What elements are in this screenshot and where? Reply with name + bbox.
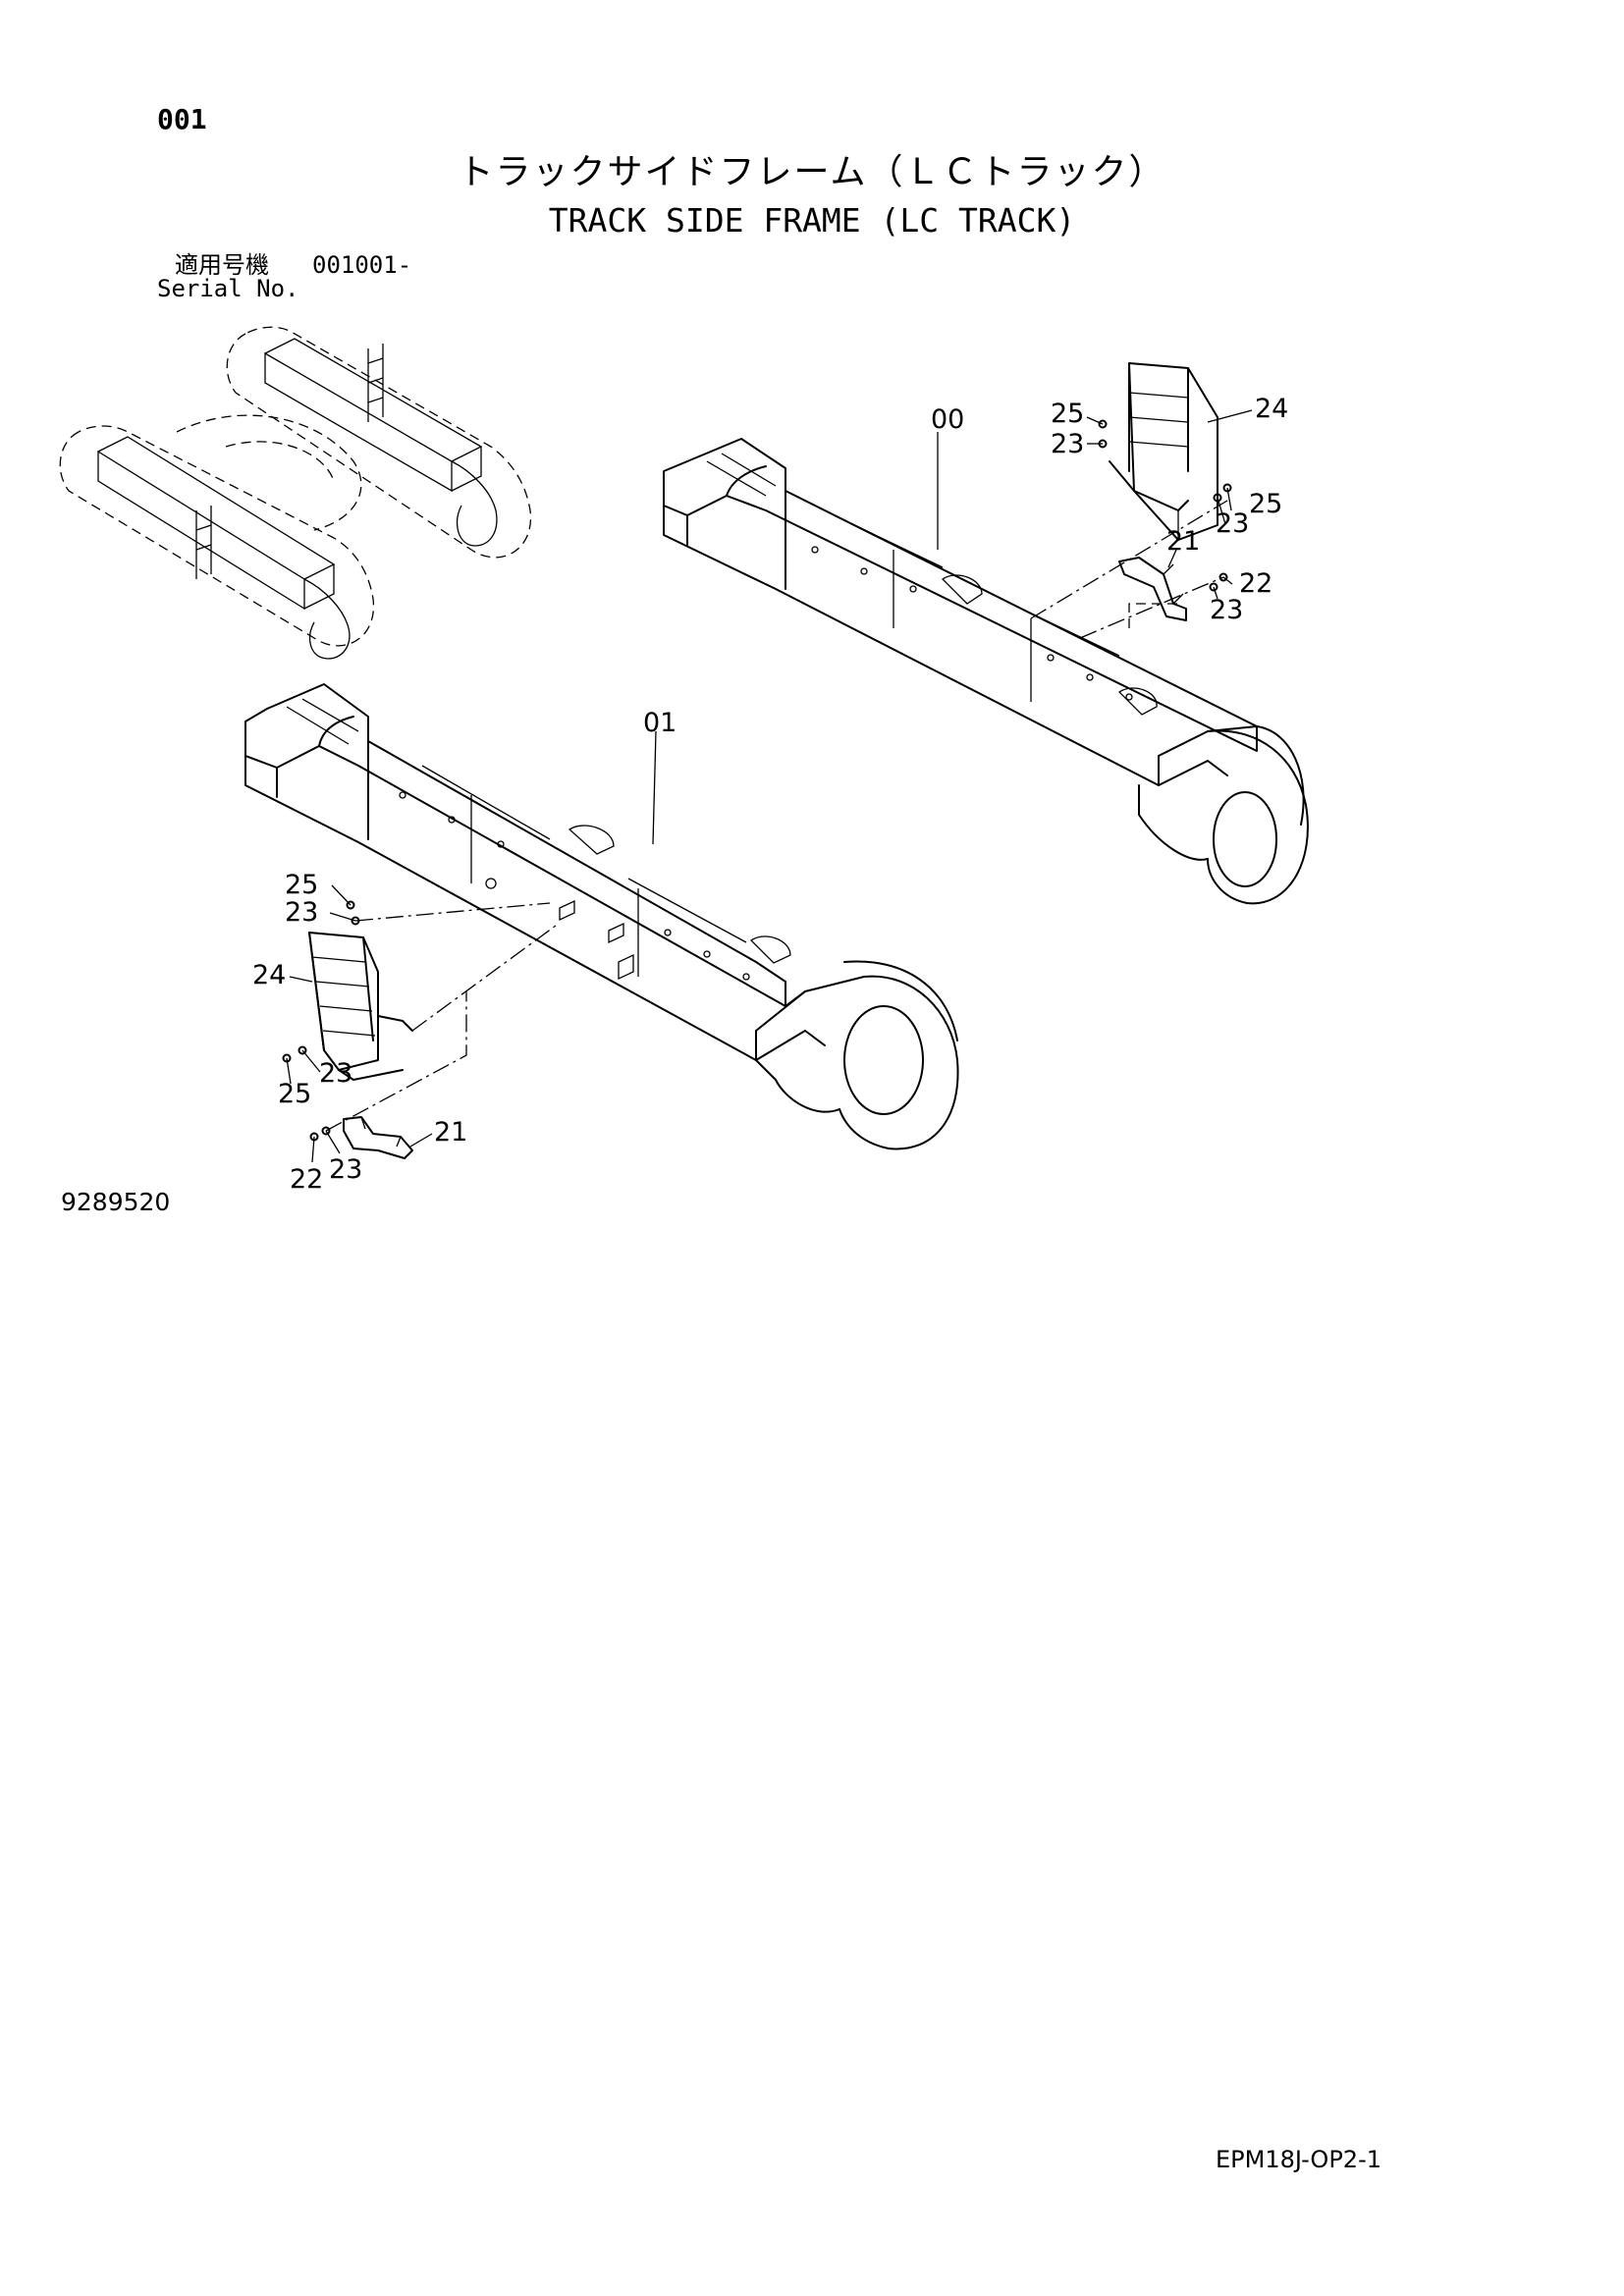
callout-upper-frame: 00 [931,404,964,435]
callout-lower-frame: 01 [643,708,677,738]
lower-bracket [343,1116,413,1159]
upper-assembly-lines [1030,500,1228,639]
upper-track-frame [663,438,1309,905]
lower-assembly-lines [325,902,561,1132]
serial-label-japanese: 適用号機 [175,251,269,279]
callout-lower-step-washer-b: 23 [319,1058,352,1089]
title-english: TRACK SIDE FRAME (LC TRACK) [548,201,1076,240]
callout-upper-bracket: 21 [1166,526,1200,557]
figure-number: 9289520 [61,1188,171,1216]
lower-track-frame [244,683,959,1150]
upper-bracket [1118,557,1187,621]
callout-upper-washer: 23 [1210,595,1243,625]
callout-labels: 00 25 23 24 25 23 21 22 23 01 25 23 24 2… [252,394,1288,1195]
leader-lines [286,409,1253,1163]
callout-upper-step-washer-a: 23 [1051,429,1084,459]
title-japanese: トラックサイドフレーム（ＬＣトラック） [458,152,1166,192]
upper-step [1109,362,1218,541]
callout-upper-step-screw-a: 25 [1051,399,1084,429]
page-number: 001 [157,103,207,135]
callout-lower-step-washer-a: 23 [285,897,318,928]
callout-upper-step-washer-b: 23 [1216,508,1249,539]
callout-lower-step: 24 [252,960,286,990]
callout-lower-step-screw-a: 25 [285,870,318,900]
callout-lower-bracket: 21 [434,1117,467,1148]
callout-upper-step-screw-b: 25 [1249,489,1282,519]
document-code: EPM18J-OP2-1 [1216,2146,1381,2173]
serial-value: 001001- [312,251,412,279]
callout-upper-bolt: 22 [1239,568,1272,599]
lower-step [308,932,413,1081]
overview-undercarriage [59,326,532,660]
serial-label-english: Serial No. [157,275,299,302]
callout-lower-bolt: 22 [290,1164,323,1195]
callout-upper-step: 24 [1255,394,1288,424]
callout-lower-step-screw-b: 25 [278,1079,311,1109]
callout-lower-washer: 23 [329,1154,362,1185]
